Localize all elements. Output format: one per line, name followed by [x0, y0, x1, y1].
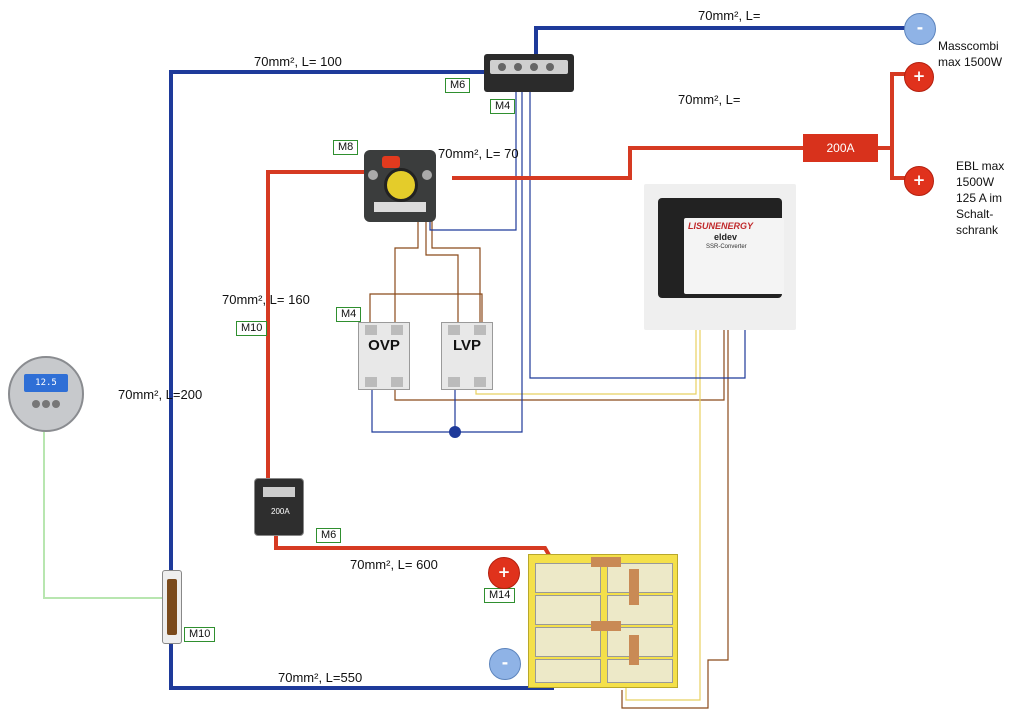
- blue-junction: [449, 426, 461, 438]
- battery-cell-6: [607, 627, 673, 657]
- tag-busbar-m4: M4: [490, 99, 516, 114]
- battery-minus-terminal: -: [489, 648, 521, 680]
- lvp-relay: LVP: [441, 322, 493, 390]
- ssr-brand: LISUNENERGY: [688, 221, 754, 231]
- masscombi-minus-terminal: -: [904, 13, 936, 45]
- monitor-display: 12.5: [24, 374, 68, 392]
- tag-relay-m8: M8: [333, 140, 359, 155]
- cable-label-masscombi: 70mm², L=: [698, 8, 761, 23]
- battery-cell-4: [607, 595, 673, 625]
- battery-cell-8: [607, 659, 673, 683]
- cable-label-ebl: 70mm², L=: [678, 92, 741, 107]
- control-wires-yellow: [475, 280, 701, 701]
- ovp-relay: OVP: [358, 322, 410, 390]
- battery-bank: [528, 554, 678, 688]
- cable-label-battery-minus: 70mm², L=550: [278, 670, 363, 685]
- ovp-label: OVP: [368, 337, 400, 354]
- shunt: [162, 570, 182, 644]
- tag-shunt-m10: M10: [184, 627, 216, 642]
- monitor-cable: [43, 420, 168, 599]
- ssr-converter: LISUNENERGY eldev SSR-Converter: [644, 184, 796, 330]
- cable-label-main: 70mm², L=200: [118, 387, 203, 402]
- cable-label-busbar: 70mm², L= 100: [254, 54, 342, 69]
- masscombi-plus-terminal: +: [904, 62, 934, 92]
- tag-battery-m14: M14: [484, 588, 516, 603]
- tag-relays-m4: M4: [336, 307, 362, 322]
- control-wires-brown: [369, 215, 729, 709]
- battery-cell-1: [535, 563, 601, 593]
- tag-fuse-m10: M10: [236, 321, 268, 336]
- battery-monitor: 12.5: [8, 356, 84, 432]
- cable-label-relay: 70mm², L= 70: [438, 146, 519, 161]
- ssr-converter-body: LISUNENERGY eldev SSR-Converter: [658, 198, 784, 298]
- circuit-breaker-200a: 200A: [254, 478, 304, 536]
- cable-label-fuse: 70mm², L= 160: [222, 292, 310, 307]
- battery-cell-2: [607, 563, 673, 593]
- cable-label-battery-plus: 70mm², L= 600: [350, 557, 438, 572]
- battery-relay: [364, 150, 436, 222]
- battery-cell-3: [535, 595, 601, 625]
- ebl-label: EBL max 1500W 125 A im Schalt- schrank: [956, 159, 1005, 237]
- busbar: [484, 54, 574, 92]
- tag-fuse-m6: M6: [316, 528, 342, 543]
- fuse-200a: 200A: [803, 134, 878, 162]
- masscombi-label: Masscombi max 1500W: [938, 39, 1003, 69]
- breaker-label: 200A: [271, 507, 290, 516]
- ssr-sub-brand: eldev: [714, 232, 738, 242]
- battery-plus-terminal: +: [488, 557, 520, 589]
- ebl-plus-terminal: +: [904, 166, 934, 196]
- ssr-model: SSR-Converter: [706, 244, 747, 250]
- tag-busbar-m6: M6: [445, 78, 471, 93]
- lvp-label: LVP: [452, 337, 482, 354]
- battery-cell-7: [535, 659, 601, 683]
- battery-cell-5: [535, 627, 601, 657]
